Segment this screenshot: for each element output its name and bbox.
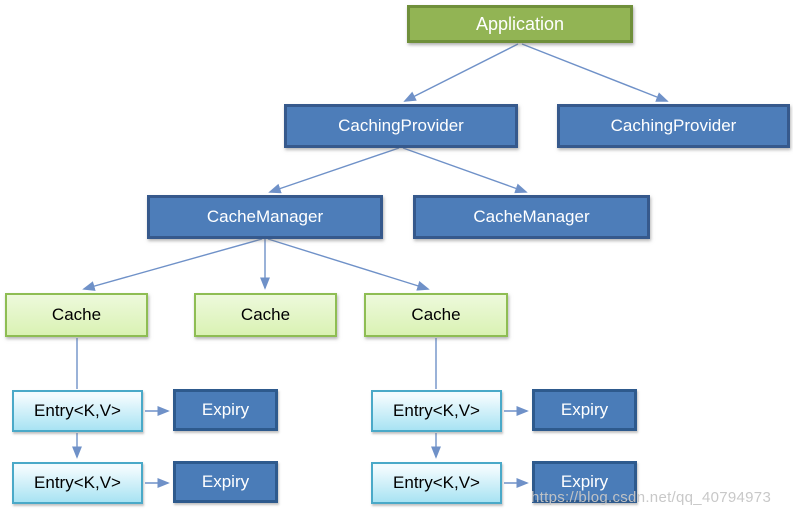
node-cache-1-label: Cache bbox=[51, 305, 102, 324]
csdn-watermark: https://blog.csdn.net/qq_40794973 bbox=[531, 489, 772, 506]
node-caching-provider-left: CachingProvider bbox=[284, 104, 518, 148]
edge-application-caching-provider-left bbox=[403, 43, 519, 102]
node-expiry-left-1: Expiry bbox=[173, 389, 278, 431]
node-cache-3-label: Cache bbox=[411, 305, 461, 324]
node-expiry-right-1: Expiry bbox=[532, 389, 637, 431]
node-expiry-left-1-label: Expiry bbox=[201, 400, 250, 419]
node-cache-2: Cache bbox=[194, 293, 337, 337]
edge-application-caching-provider-right bbox=[521, 43, 669, 102]
node-expiry-right-1-label: Expiry bbox=[560, 400, 609, 419]
node-cache-2-label: Cache bbox=[240, 305, 291, 324]
node-expiry-left-2: Expiry bbox=[173, 461, 278, 503]
node-entry-left-1-label: Entry<K,V> bbox=[34, 401, 121, 420]
edge-cache-manager-left-cache-1 bbox=[82, 238, 263, 291]
node-caching-provider-left-label: CachingProvider bbox=[338, 116, 464, 135]
node-cache-manager-left: CacheManager bbox=[147, 195, 383, 239]
node-entry-right-2: Entry<K,V> bbox=[371, 462, 502, 504]
node-entry-left-2-label: Entry<K,V> bbox=[34, 473, 121, 492]
node-expiry-right-2: Expiry bbox=[532, 461, 637, 503]
node-expiry-left-2-label: Expiry bbox=[201, 472, 250, 491]
node-application-label: Application bbox=[475, 13, 565, 34]
edge-cache-manager-left-cache-3 bbox=[267, 238, 430, 291]
node-cache-manager-right-label: CacheManager bbox=[473, 207, 590, 226]
node-caching-provider-right-label: CachingProvider bbox=[610, 116, 737, 135]
edge-caching-provider-left-cache-manager-left bbox=[268, 147, 400, 194]
node-cache-3: Cache bbox=[364, 293, 508, 337]
node-entry-right-1-label: Entry<K,V> bbox=[393, 401, 480, 420]
node-cache-manager-left-label: CacheManager bbox=[206, 207, 324, 226]
node-cache-1: Cache bbox=[5, 293, 148, 337]
node-entry-left-1: Entry<K,V> bbox=[12, 390, 143, 432]
node-entry-left-2: Entry<K,V> bbox=[12, 462, 143, 504]
node-expiry-right-2-label: Expiry bbox=[560, 472, 609, 491]
node-cache-manager-right: CacheManager bbox=[413, 195, 650, 239]
node-entry-right-1: Entry<K,V> bbox=[371, 390, 502, 432]
edge-caching-provider-left-cache-manager-right bbox=[402, 147, 528, 194]
node-application: Application bbox=[407, 5, 633, 43]
node-caching-provider-right: CachingProvider bbox=[557, 104, 790, 148]
node-entry-right-2-label: Entry<K,V> bbox=[393, 473, 480, 492]
